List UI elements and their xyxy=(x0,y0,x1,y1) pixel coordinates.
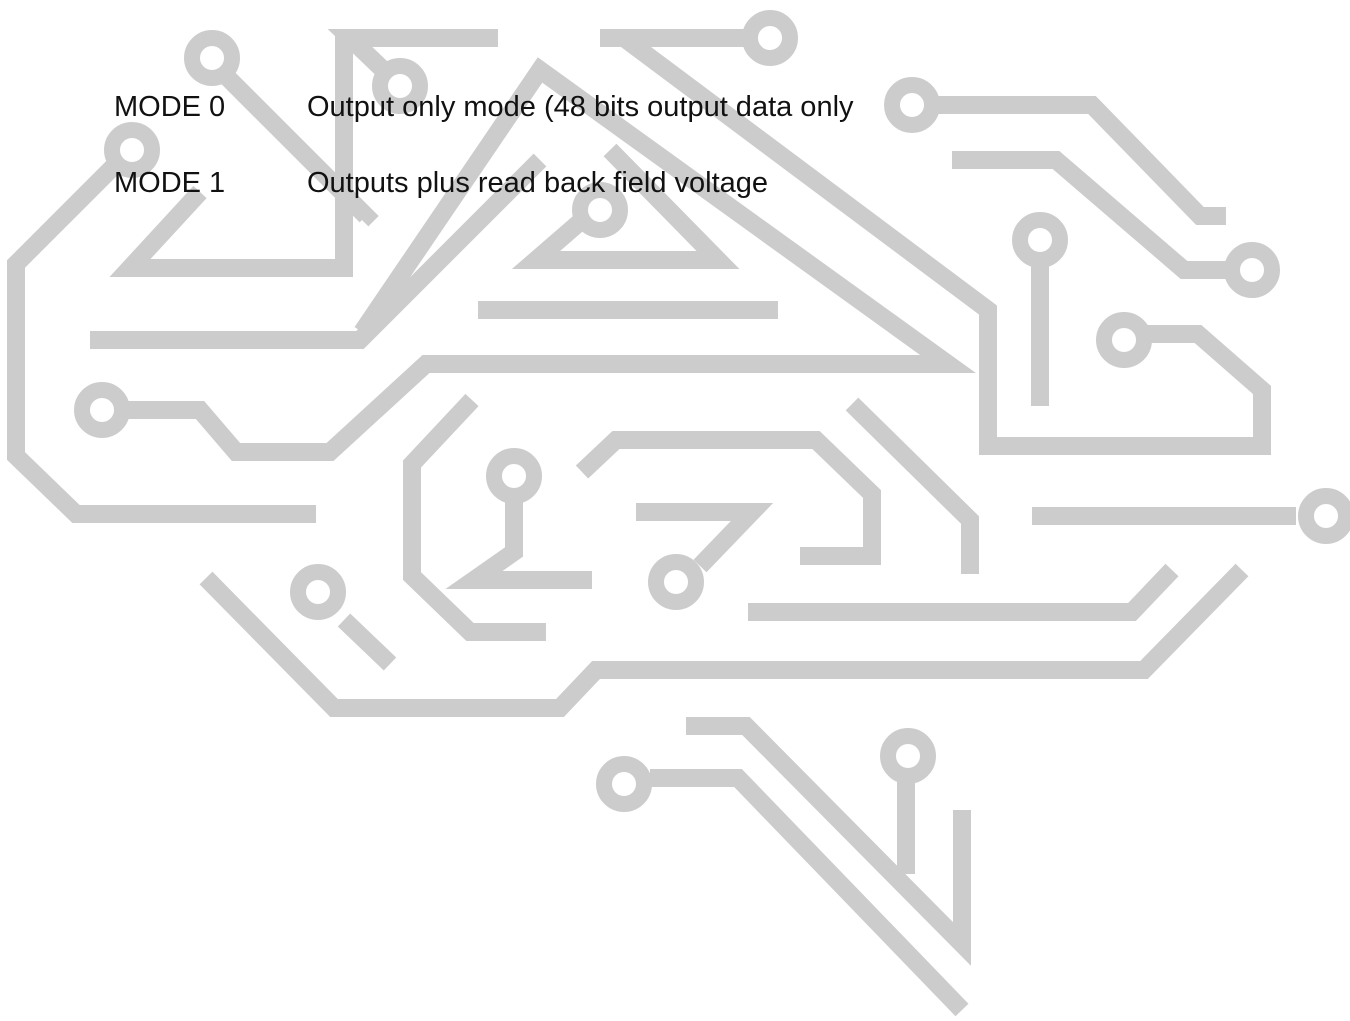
circuit-trace xyxy=(110,57,976,461)
circuit-pad xyxy=(372,58,428,114)
circuit-pad xyxy=(1224,242,1280,298)
circuit-pad xyxy=(648,554,704,610)
circuit-trace xyxy=(445,500,592,589)
circuit-pad xyxy=(486,448,542,504)
circuit-trace xyxy=(6,143,316,523)
circuit-pad xyxy=(290,564,346,620)
circuit-trace xyxy=(511,143,740,269)
circuit-pad xyxy=(884,77,940,133)
mode-row: MODE 1 Outputs plus read back field volt… xyxy=(114,163,768,203)
circuit-pad xyxy=(1096,312,1152,368)
circuit-trace xyxy=(650,769,969,1017)
circuit-pad xyxy=(572,182,628,238)
mode-description: Output only mode (48 bits output data on… xyxy=(307,91,854,123)
circuit-pad xyxy=(880,728,936,784)
circuit-pad xyxy=(184,30,240,86)
circuit-trace xyxy=(952,151,1226,279)
circuit-trace xyxy=(337,613,397,671)
circuit-trace xyxy=(90,153,547,349)
circuit-pad xyxy=(1012,212,1068,268)
circuit-pad xyxy=(596,756,652,812)
circuit-pad xyxy=(104,122,160,178)
circuit-trace xyxy=(403,393,546,641)
circuit-trace xyxy=(686,717,971,966)
mode-label: MODE 0 xyxy=(114,91,226,123)
circuit-trace xyxy=(845,397,979,574)
circuit-trace xyxy=(618,30,1271,455)
mode-label: MODE 1 xyxy=(114,167,226,199)
circuit-trace xyxy=(636,503,774,573)
circuit-pad xyxy=(1298,488,1350,544)
circuit-trace xyxy=(748,563,1179,621)
circuit-trace xyxy=(199,563,1249,717)
mode-row: MODE 0 Output only mode (48 bits output … xyxy=(114,87,854,127)
circuit-trace xyxy=(575,431,881,565)
circuit-trace xyxy=(912,96,1226,225)
circuit-trace xyxy=(203,53,379,227)
circuit-pad xyxy=(742,10,798,66)
mode-description: Outputs plus read back field voltage xyxy=(307,167,769,199)
circuit-trace xyxy=(109,36,353,277)
circuit-pad xyxy=(74,382,130,438)
